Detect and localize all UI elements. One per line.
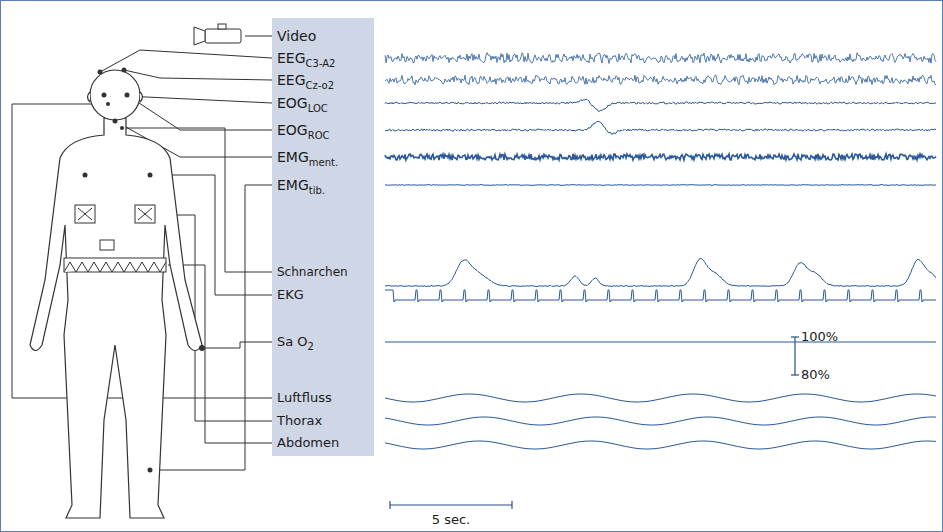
ecg-trace <box>385 290 936 302</box>
signal-label: EOG <box>277 95 308 111</box>
signal-label-row: 5 sec. <box>432 511 470 529</box>
emg-trace <box>385 184 936 186</box>
subscript-label: Cz-o2 <box>306 80 335 91</box>
signal-label-row: Luftfluss <box>277 389 332 407</box>
signal-label-row: EOGROC <box>277 121 330 145</box>
signal-label: EOG <box>277 122 308 138</box>
signal-label-row: Abdomen <box>277 434 339 452</box>
signal-label-row: 80% <box>801 366 830 384</box>
signal-label-row: EMGment. <box>277 148 338 172</box>
signal-label: EMG <box>277 177 309 193</box>
subscript-label: C3-A2 <box>306 58 336 69</box>
spo2-trace <box>385 342 936 343</box>
signal-label: Luftfluss <box>277 390 332 405</box>
signal-label: Schnarchen <box>277 265 348 279</box>
subscript-label: ment. <box>309 157 338 168</box>
signal-label-row: Schnarchen <box>277 263 348 281</box>
signal-label-row: EEGCz-o2 <box>277 71 334 95</box>
signal-label-row: EKG <box>277 286 304 304</box>
airflow-trace <box>385 394 936 402</box>
subscript-label: LOC <box>308 103 328 114</box>
signal-label-row: EOGLOC <box>277 94 328 118</box>
snore-trace <box>385 259 936 287</box>
signal-label-row: Thorax <box>277 412 322 430</box>
signal-label: Video <box>277 28 316 44</box>
signal-label: EEG <box>277 50 306 66</box>
signal-label: EMG <box>277 149 309 165</box>
signal-label: 5 sec. <box>432 512 470 527</box>
eog-trace <box>385 121 936 134</box>
thorax-trace <box>385 417 936 425</box>
signal-label: 80% <box>801 367 830 382</box>
signal-label: EKG <box>277 287 304 302</box>
signal-label: Sa O <box>277 334 308 349</box>
signal-label-row: EMGtib. <box>277 176 325 200</box>
signal-label-row: Video <box>277 27 316 45</box>
subscript-label: ROC <box>308 130 330 141</box>
emg-trace <box>385 154 936 160</box>
signal-label-row: EEGC3-A2 <box>277 49 335 73</box>
signal-label: 100% <box>801 329 838 344</box>
abdomen-trace <box>385 441 936 449</box>
subscript-label: tib. <box>309 185 325 196</box>
signal-label: Thorax <box>277 413 322 428</box>
signal-label-row: 100% <box>801 328 838 346</box>
eeg-trace <box>385 53 936 64</box>
signal-label: EEG <box>277 72 306 88</box>
signal-label: Abdomen <box>277 435 339 450</box>
signal-label-row: Sa O2 <box>277 333 314 356</box>
subscript-label: 2 <box>308 341 314 352</box>
eeg-trace <box>385 75 936 85</box>
eog-trace <box>385 99 936 111</box>
